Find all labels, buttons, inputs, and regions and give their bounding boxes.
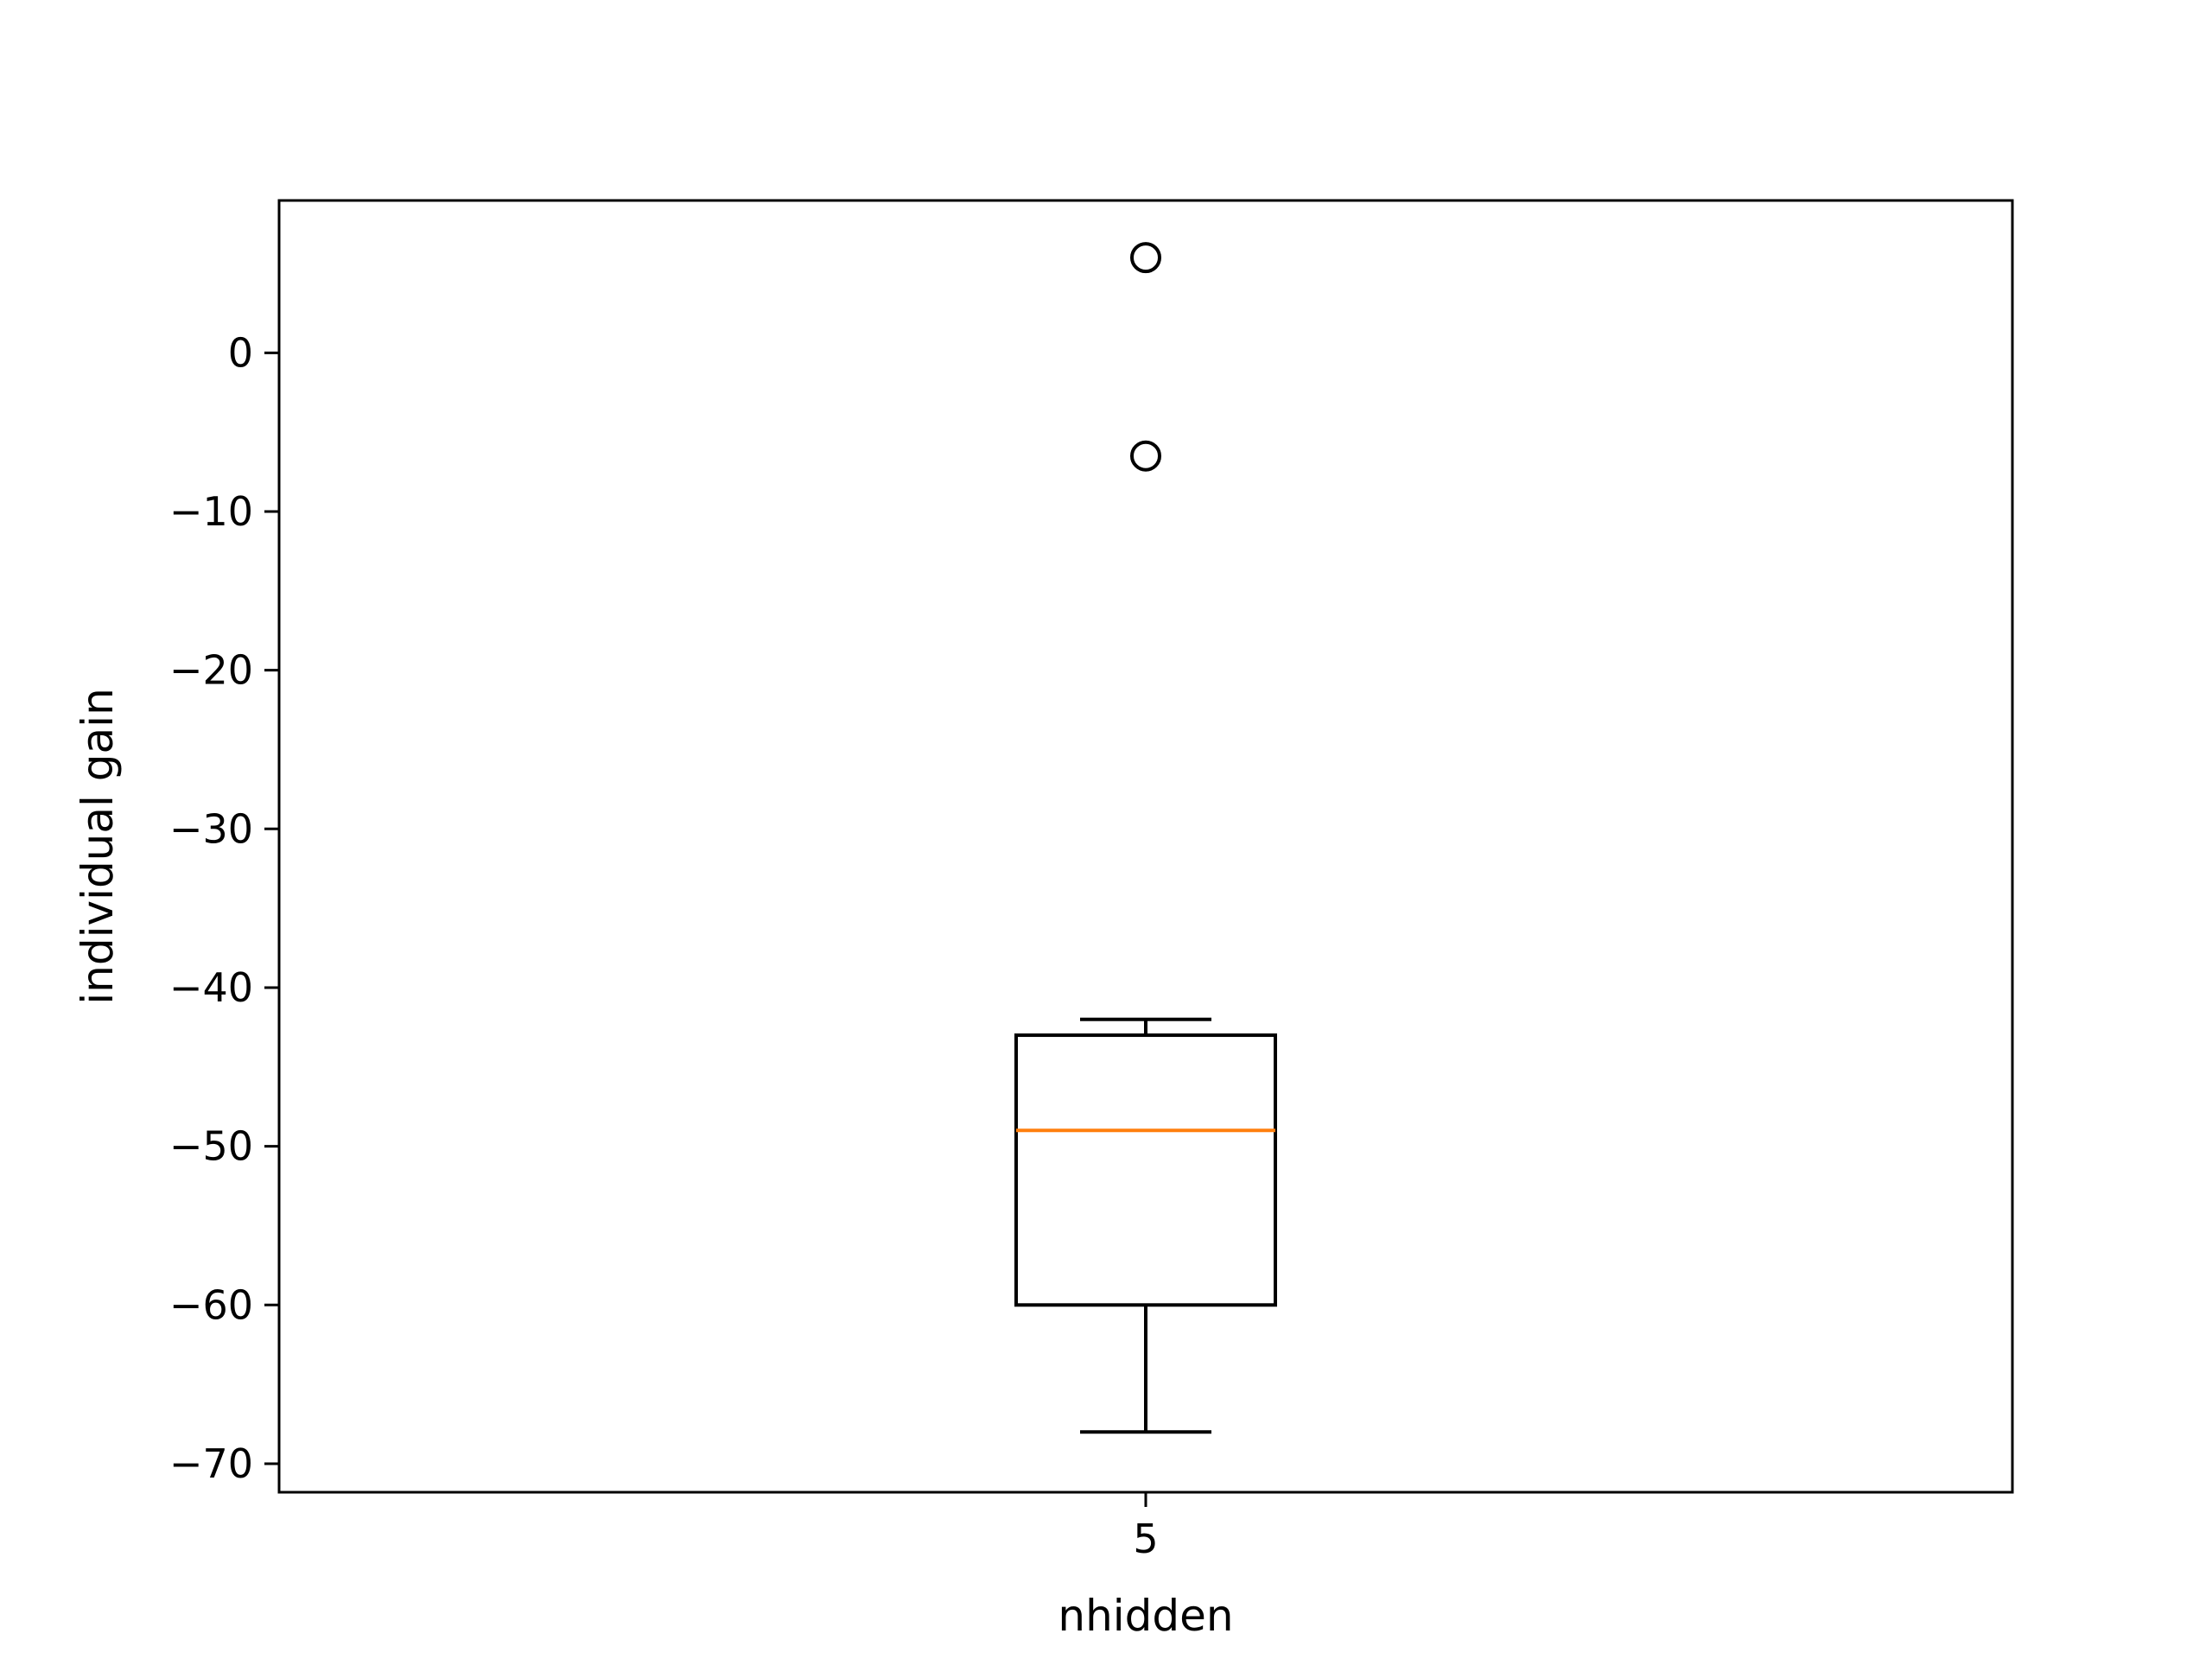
y-tick-label: −70 — [169, 1440, 253, 1487]
y-tick-label: −10 — [169, 488, 253, 535]
outlier-point — [1130, 242, 1161, 274]
axis-ticks: 0 −10 −20 −30 −40 −50 −60 −70 5 — [169, 329, 1159, 1562]
y-tick-label: 0 — [228, 329, 253, 376]
outlier-point — [1130, 440, 1161, 472]
x-axis-label: nhidden — [1058, 1591, 1233, 1641]
y-tick-label: −40 — [169, 964, 253, 1011]
y-tick-label: −60 — [169, 1281, 253, 1328]
y-axis-label: individual gain — [73, 688, 123, 1005]
y-tick-label: −30 — [169, 805, 253, 852]
y-tick-label: −20 — [169, 647, 253, 694]
x-tick-label: 5 — [1133, 1516, 1158, 1562]
y-tick-label: −50 — [169, 1123, 253, 1170]
iqr-box — [1014, 1033, 1277, 1307]
